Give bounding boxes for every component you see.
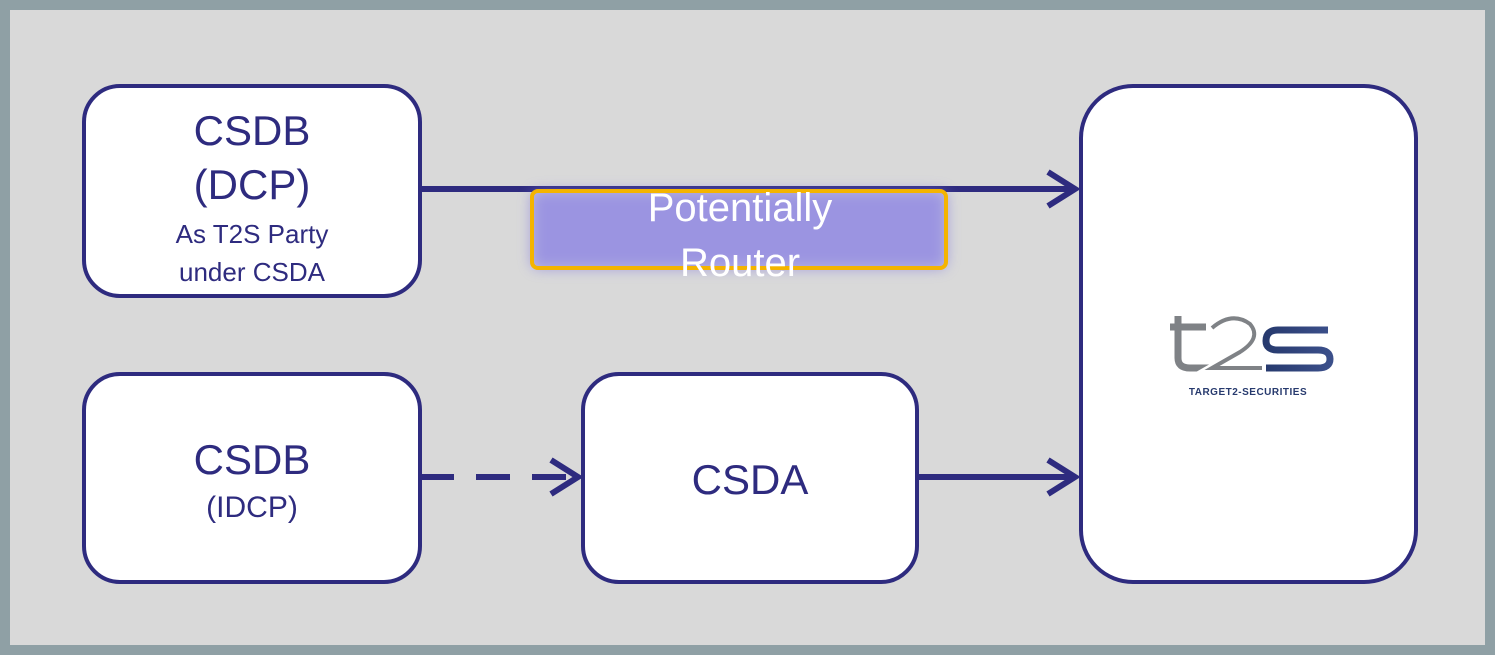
t2s-logo-caption: TARGET2-SECURITIES [1189, 387, 1307, 398]
t2s-logo: TARGET2-SECURITIES [1170, 313, 1334, 398]
node-csdb-dcp-note-line1: As T2S Party [176, 219, 329, 249]
arrow-csda-to-t2s [915, 457, 1081, 497]
node-csda-title: CSDA [692, 456, 809, 503]
node-csdb-idcp-title: CSDB [194, 436, 311, 483]
node-csdb-dcp-note-line2: under CSDA [179, 257, 326, 287]
node-csdb-dcp-subtitle: (DCP) [194, 161, 311, 208]
router-label-line2: Router [680, 241, 800, 285]
router-label-line1: Potentially [648, 186, 833, 230]
arrow-csdb-idcp-to-csda [420, 457, 584, 497]
node-csda: CSDA [581, 372, 919, 584]
node-csdb-dcp: CSDB (DCP) As T2S Party under CSDA [82, 84, 422, 298]
node-csdb-dcp-title: CSDB [194, 107, 311, 154]
node-csdb-idcp: CSDB (IDCP) [82, 372, 422, 584]
node-t2s: TARGET2-SECURITIES [1079, 84, 1418, 584]
router-highlight: Potentially Router [530, 186, 948, 285]
node-csdb-idcp-subtitle: (IDCP) [206, 491, 298, 524]
